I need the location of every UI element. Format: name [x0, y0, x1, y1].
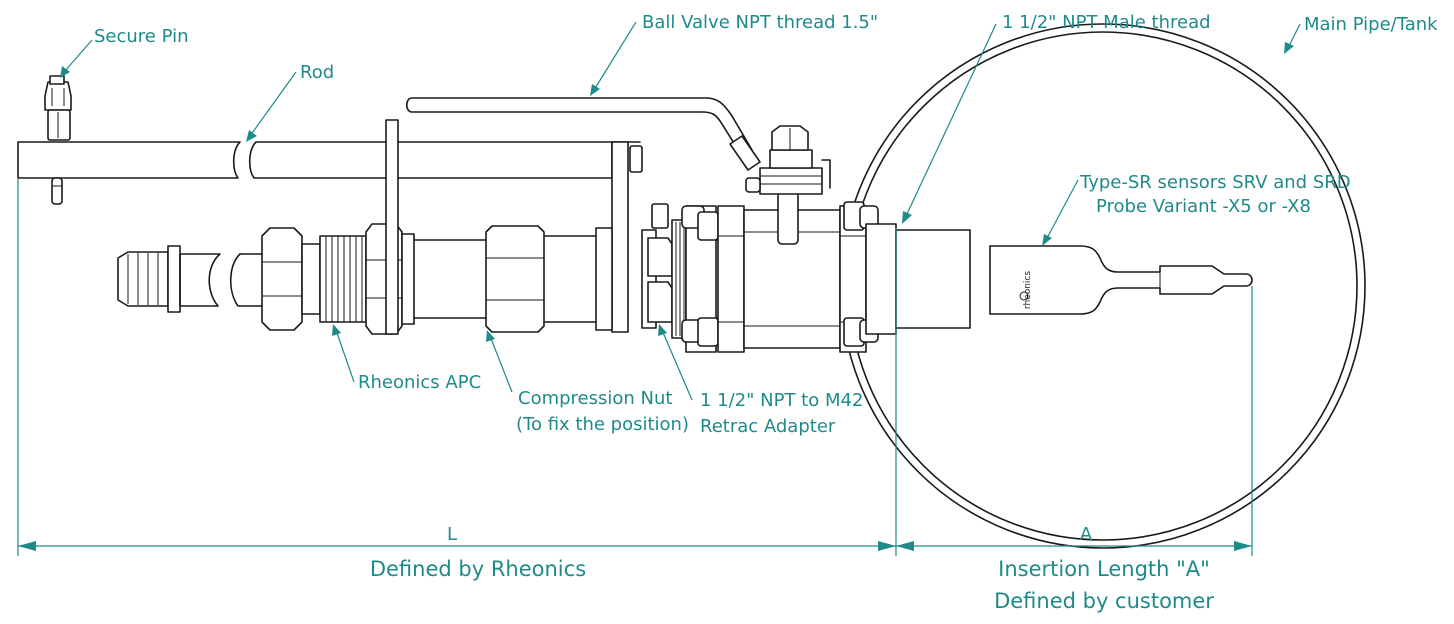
label-adapter-line1: 1 1/2" NPT to M42	[700, 390, 863, 411]
dim-text-a-line1: Insertion Length "A"	[998, 557, 1210, 581]
label-main-pipe: Main Pipe/Tank	[1304, 14, 1438, 35]
dim-text-l: Defined by Rheonics	[370, 557, 586, 581]
dimension-lines	[17, 178, 1253, 556]
cable-gland	[117, 245, 181, 313]
label-apc: Rheonics APC	[358, 372, 481, 393]
label-comp-nut-line1: Compression Nut	[518, 388, 672, 409]
label-sensor-line2: Probe Variant -X5 or -X8	[1096, 196, 1311, 217]
dim-symbol-a: A	[1080, 524, 1093, 545]
sensor-probe: rheonics	[989, 245, 1253, 315]
secure-pin	[44, 75, 72, 205]
bracket-plates	[385, 119, 643, 335]
dim-symbol-l: L	[447, 524, 457, 545]
label-male-thread: 1 1/2" NPT Male thread	[1002, 12, 1211, 33]
probe-brand-text: rheonics	[1023, 271, 1033, 309]
label-ball-valve: Ball Valve NPT thread 1.5"	[642, 12, 878, 33]
label-rod: Rod	[300, 62, 334, 83]
npt-boss	[895, 229, 971, 329]
label-adapter-line2: Retrac Adapter	[700, 416, 836, 437]
ball-valve	[405, 97, 897, 353]
probe-tube	[179, 235, 597, 323]
leader-lines	[60, 21, 1301, 401]
rod	[17, 141, 641, 179]
dim-text-a-line2: Defined by customer	[994, 589, 1214, 613]
label-secure-pin: Secure Pin	[94, 26, 188, 47]
compression-nut	[485, 225, 613, 333]
label-sensor-line1: Type-SR sensors SRV and SRD	[1079, 172, 1351, 193]
retrac-adapter	[641, 203, 687, 339]
label-comp-nut-line2: (To fix the position)	[516, 414, 689, 435]
